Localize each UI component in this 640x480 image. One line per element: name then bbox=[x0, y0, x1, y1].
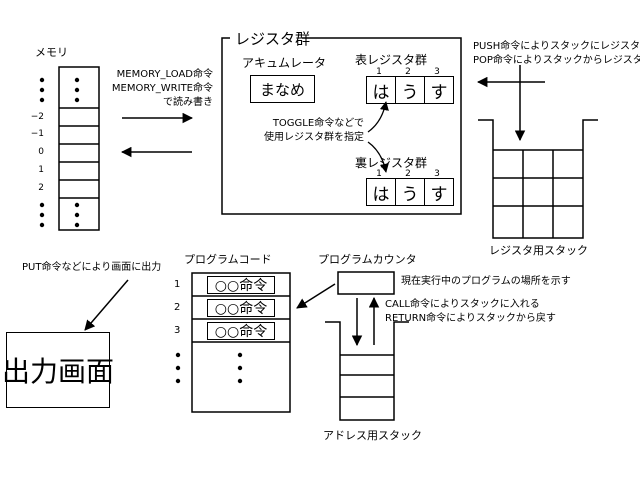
memory-ellipsis-dots bbox=[39, 77, 80, 228]
front-register-index: 2 bbox=[405, 67, 411, 77]
register-group-title: レジスタ群 bbox=[235, 30, 311, 48]
back-register-index: 3 bbox=[434, 169, 440, 179]
back-register-label: 裏レジスタ群 bbox=[355, 156, 428, 170]
counter-pointer-arrow bbox=[296, 283, 336, 309]
toggle-arrow-front bbox=[367, 101, 389, 133]
front-register-cell: う bbox=[395, 76, 425, 104]
output-note: PUT命令などにより画面に出力 bbox=[22, 262, 162, 273]
program-line-code: ○○命令 bbox=[207, 322, 275, 340]
program-line-code: ○○命令 bbox=[207, 299, 275, 317]
stack-note-line: POP命令によりスタックからレジスタに bbox=[473, 55, 640, 66]
memory-address: −1 bbox=[30, 129, 44, 139]
front-register-label: 表レジスタ群 bbox=[355, 53, 428, 67]
memory-address: 1 bbox=[38, 165, 44, 175]
program-code-block bbox=[191, 272, 291, 413]
back-register-index: 1 bbox=[376, 169, 382, 179]
output-screen: 出力画面 bbox=[2, 332, 114, 408]
back-register-cell: う bbox=[395, 178, 425, 206]
toggle-arrow-back bbox=[367, 141, 389, 173]
front-register-index: 3 bbox=[434, 67, 440, 77]
memory-note-line: で読み書き bbox=[163, 97, 213, 108]
memory-note-line: MEMORY_LOAD命令 bbox=[116, 69, 213, 80]
memory-block bbox=[58, 66, 100, 231]
toggle-note-line: 使用レジスタ群を指定 bbox=[264, 132, 364, 143]
program-line-number: 3 bbox=[174, 325, 181, 336]
front-register-cell: は bbox=[366, 76, 396, 104]
memory-title: メモリ bbox=[35, 46, 68, 59]
register-group-title-bg bbox=[230, 30, 302, 48]
toggle-note-line: TOGGLE命令などで bbox=[272, 118, 364, 129]
register-group-frame bbox=[221, 37, 462, 215]
output-arrow bbox=[84, 279, 129, 331]
call-return-note-line: RETURN命令によりスタックから戻す bbox=[385, 313, 556, 324]
back-register-cell: す bbox=[424, 178, 454, 206]
program-counter-note: 現在実行中のプログラムの場所を示す bbox=[401, 276, 571, 287]
accumulator-label: アキュムレータ bbox=[242, 56, 327, 70]
program-line-number: 1 bbox=[174, 279, 181, 290]
register-stack-shape bbox=[478, 119, 598, 239]
memory-note-line: MEMORY_WRITE命令 bbox=[111, 83, 213, 94]
memory-address: 0 bbox=[38, 147, 44, 157]
back-register-cell: は bbox=[366, 178, 396, 206]
program-counter-box bbox=[337, 271, 395, 295]
address-stack-shape bbox=[325, 321, 409, 421]
program-counter-title: プログラムカウンタ bbox=[318, 253, 417, 266]
program-ellipsis-dots bbox=[175, 352, 243, 384]
front-register-index: 1 bbox=[376, 67, 382, 77]
address-stack-label: アドレス用スタック bbox=[323, 429, 422, 442]
front-register-cell: す bbox=[424, 76, 454, 104]
program-code-title: プログラムコード bbox=[184, 253, 272, 266]
memory-address: −2 bbox=[30, 112, 44, 122]
accumulator-value: まなめ bbox=[250, 75, 315, 103]
program-line-number: 2 bbox=[174, 302, 181, 313]
program-line-code: ○○命令 bbox=[207, 276, 275, 294]
call-return-note-line: CALL命令によりスタックに入れる bbox=[385, 299, 540, 310]
register-stack-label: レジスタ用スタック bbox=[489, 244, 588, 257]
back-register-index: 2 bbox=[405, 169, 411, 179]
stack-note-line: PUSH命令によりスタックにレジスタの bbox=[473, 41, 640, 52]
memory-address: 2 bbox=[38, 183, 44, 193]
